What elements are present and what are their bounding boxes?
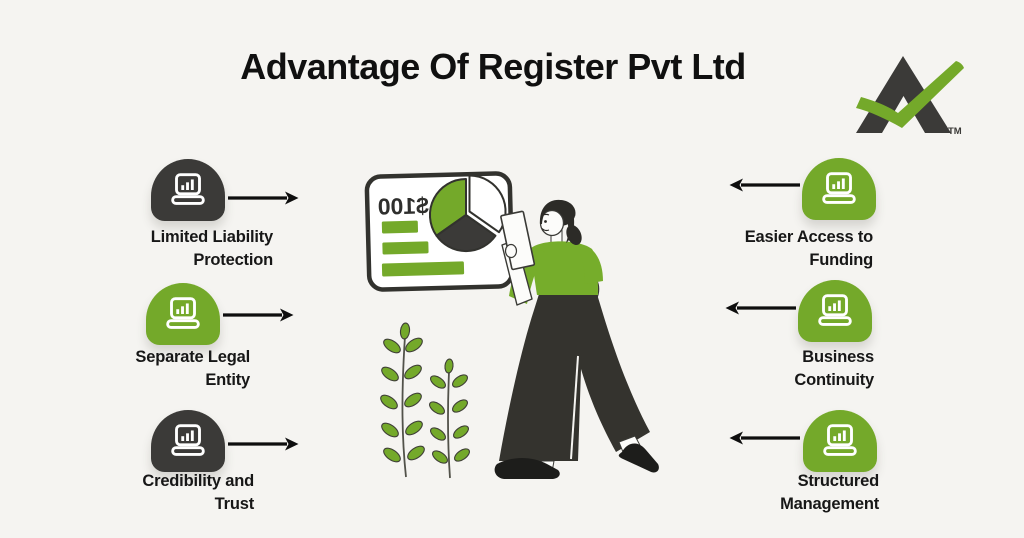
arrow-right-icon [227, 436, 299, 452]
feature-label: Limited Liability Protection [83, 226, 273, 272]
bar-item [381, 261, 465, 277]
feature-label-line: Credibility and [142, 472, 254, 490]
feature-label: Business Continuity [684, 346, 874, 392]
person-shoe [618, 443, 659, 473]
feature-label: Separate Legal Entity [60, 346, 250, 392]
feature-label: Structured Management [689, 470, 879, 516]
laptop-chart-icon [802, 158, 876, 220]
arrow-left-icon [729, 430, 801, 446]
person-shoe [494, 458, 560, 479]
feature-label-line: Structured [797, 472, 880, 490]
person-pants [499, 294, 650, 461]
laptop-chart-icon [798, 280, 872, 342]
laptop-chart-icon [151, 410, 225, 472]
pie-chart [429, 174, 507, 253]
laptop-chart-icon [803, 410, 877, 472]
feature-label-line: Funding [809, 251, 873, 269]
presenter-illustration: $100 [360, 160, 682, 490]
feature-label-line: Business [802, 348, 874, 366]
feature-label-line: Management [780, 495, 879, 513]
laptop-chart-icon [151, 159, 225, 221]
feature-label-line: Limited Liability [150, 228, 273, 246]
laptop-chart-icon [146, 283, 220, 345]
feature-label-line: Easier Access to [744, 228, 873, 246]
feature-label-line: Separate Legal [135, 348, 250, 366]
feature-label: Easier Access to Funding [683, 226, 873, 272]
bar-item [381, 220, 419, 234]
feature-label-line: Entity [205, 371, 250, 389]
feature-label-line: Protection [193, 251, 273, 269]
arrow-right-icon [222, 307, 294, 323]
bar-item [382, 241, 429, 255]
checkmark-a-logo-icon: TM [856, 56, 964, 137]
arrow-left-icon [725, 300, 797, 316]
board-price-text: $100 [377, 192, 429, 219]
arrow-right-icon [227, 190, 299, 206]
page-title: Advantage Of Register Pvt Ltd [240, 46, 746, 87]
arrow-left-icon [729, 177, 801, 193]
feature-label-line: Continuity [794, 371, 874, 389]
person-hand [504, 243, 518, 259]
feature-label: Credibility and Trust [64, 470, 254, 516]
plant-icon [429, 358, 470, 479]
feature-label-line: Trust [214, 495, 255, 513]
trademark-label: TM [948, 126, 962, 137]
plant-icon [380, 322, 425, 478]
presenter-person [494, 199, 659, 479]
brand-logo: TM [850, 50, 970, 140]
